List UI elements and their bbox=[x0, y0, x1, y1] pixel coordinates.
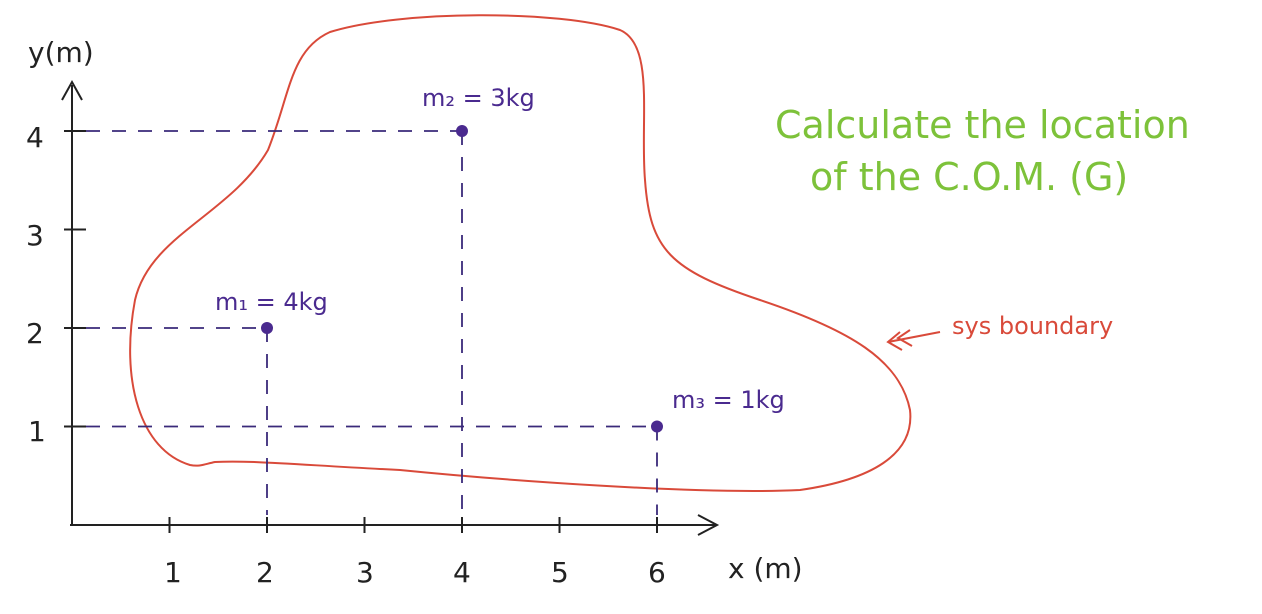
x-axis-arrow bbox=[697, 514, 720, 536]
boundary-label: sys boundary bbox=[952, 312, 1113, 340]
x-tick-label: 4 bbox=[453, 556, 471, 589]
x-tick-label: 6 bbox=[648, 556, 666, 589]
mass-label-m2: m₂ = 3kg bbox=[422, 84, 535, 112]
mass-point bbox=[456, 125, 468, 137]
axes bbox=[61, 79, 720, 536]
task-text-line2: of the C.O.M. (G) bbox=[810, 155, 1128, 199]
y-tick-label: 4 bbox=[26, 121, 44, 154]
x-tick-label: 5 bbox=[551, 556, 569, 589]
y-tick-label: 3 bbox=[26, 219, 44, 252]
y-tick-label: 2 bbox=[26, 317, 44, 350]
mass-point bbox=[651, 420, 663, 433]
x-tick-label: 1 bbox=[164, 556, 182, 589]
task-text-line1: Calculate the location bbox=[775, 103, 1190, 147]
mass-label-m1: m₁ = 4kg bbox=[215, 288, 328, 316]
y-tick-label: 1 bbox=[28, 415, 46, 448]
mass-points bbox=[261, 125, 663, 433]
x-tick-label: 2 bbox=[256, 556, 274, 589]
x-axis-label: x (m) bbox=[728, 552, 803, 585]
x-tick-label: 3 bbox=[356, 556, 374, 589]
y-axis-arrow bbox=[61, 79, 83, 101]
boundary-arrow bbox=[886, 329, 941, 351]
y-axis-label: y(m) bbox=[28, 36, 94, 69]
tick-marks bbox=[64, 130, 658, 533]
mass-label-m3: m₃ = 1kg bbox=[672, 386, 785, 414]
system-boundary bbox=[129, 14, 912, 492]
mass-point bbox=[261, 322, 273, 334]
guide-lines bbox=[86, 130, 658, 515]
